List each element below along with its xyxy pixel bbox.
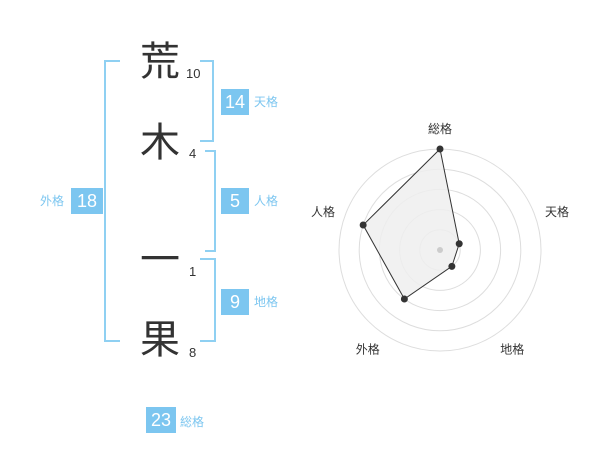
radar-point-2 [455,240,463,248]
tenkaku-bracket [200,60,214,142]
gaikaku-bracket [104,60,120,342]
radar-point-5 [359,221,367,229]
chikaku-bracket [200,258,216,342]
radar-axis-label-2: 天格 [545,204,569,219]
soukaku-label: 総格 [180,415,205,429]
tenkaku-label: 天格 [254,95,279,109]
name-char-2: 木 [140,120,180,166]
stroke-count-4: 8 [189,345,197,360]
name-char-1: 荒 [140,39,180,85]
radar-point-4 [400,295,408,303]
radar-axis-label-5: 人格 [311,204,335,219]
chikaku-label: 地格 [254,295,279,309]
radar-area [362,147,460,300]
stroke-count-2: 4 [189,146,197,161]
tenkaku-badge: 14 [221,89,249,115]
name-char-3: 一 [140,237,180,283]
gaikaku-label: 外格 [40,194,65,208]
jinkaku-label: 人格 [254,194,279,208]
jinkaku-badge: 5 [221,188,249,214]
radar-axis-label-3: 地格 [500,342,524,357]
radar-point-1 [436,145,444,153]
radar-center-dot [437,247,443,253]
chikaku-badge: 9 [221,289,249,315]
radar-point-3 [448,262,456,270]
stroke-count-3: 1 [189,264,197,279]
gaikaku-badge: 18 [71,188,103,214]
radar-axis-label-1: 総格 [428,121,452,136]
stroke-count-1: 10 [186,66,201,81]
radar-axis-label-4: 外格 [356,342,380,357]
jinkaku-bracket [205,150,216,252]
name-char-4: 果 [140,317,180,363]
soukaku-badge: 23 [146,407,176,433]
